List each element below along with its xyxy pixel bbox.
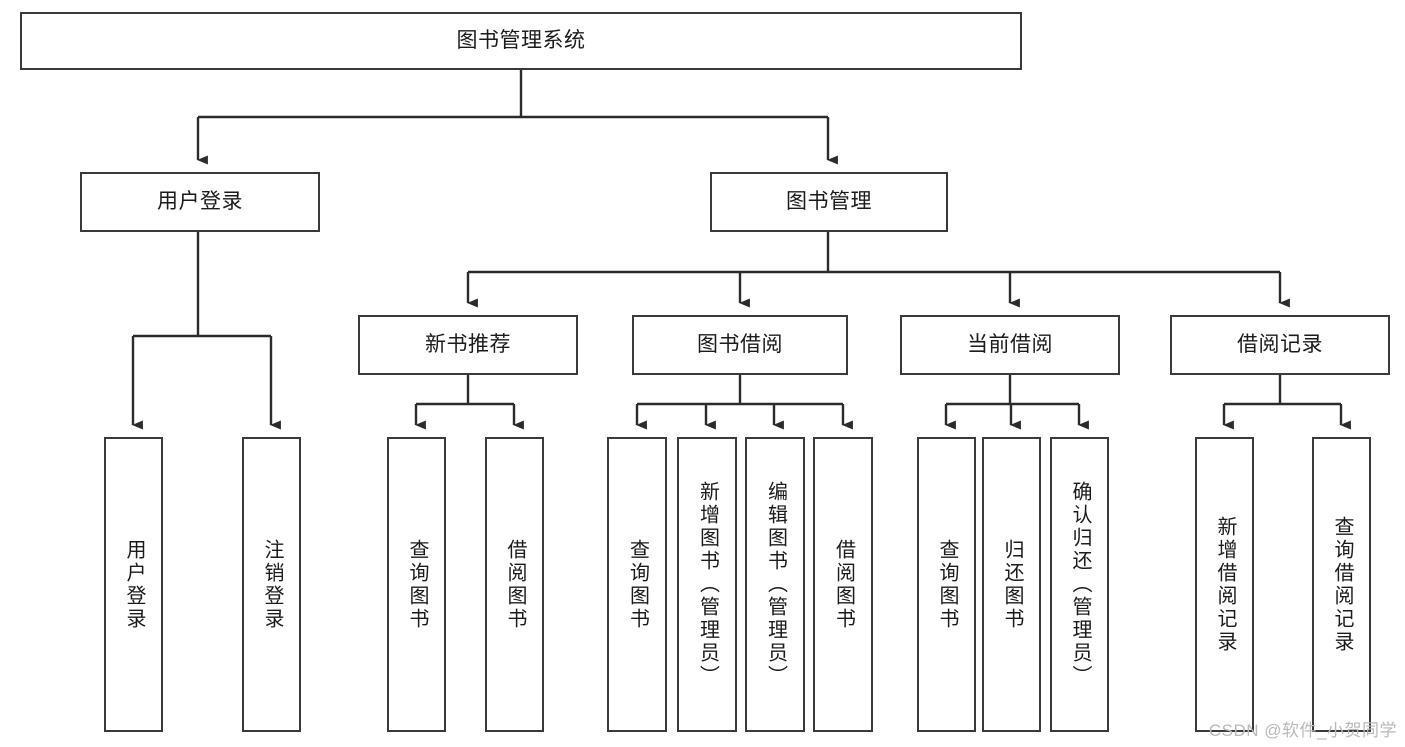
node-book-management-label: 图书管理	[786, 189, 872, 213]
node-current-borrow[interactable]: 当前借阅	[900, 315, 1120, 375]
node-book-borrow[interactable]: 图书借阅	[632, 315, 848, 375]
node-leaf-borrow-book[interactable]: 借阅图书	[813, 437, 873, 732]
node-leaf-query-borrow-record[interactable]: 查询借阅记录	[1312, 437, 1371, 732]
node-leaf-user-login[interactable]: 用户登录	[104, 437, 163, 732]
node-user-login[interactable]: 用户登录	[80, 172, 320, 232]
node-leaf-edit-book-label: 编辑图书（管理员）	[764, 481, 787, 688]
node-leaf-logout[interactable]: 注销登录	[242, 437, 301, 732]
node-leaf-user-login-label: 用户登录	[123, 538, 145, 631]
node-new-book-recommend-label: 新书推荐	[425, 332, 511, 356]
node-leaf-add-book-label: 新增图书（管理员）	[696, 481, 719, 688]
node-leaf-confirm-return-label: 确认归还（管理员）	[1069, 481, 1091, 688]
node-user-login-label: 用户登录	[157, 189, 243, 213]
node-root-label: 图书管理系统	[456, 28, 586, 52]
node-leaf-query-books-new[interactable]: 查询图书	[387, 437, 446, 732]
node-leaf-confirm-return[interactable]: 确认归还（管理员）	[1050, 437, 1109, 732]
node-leaf-query-books-borrow-label: 查询图书	[626, 538, 649, 631]
node-book-management[interactable]: 图书管理	[710, 172, 948, 232]
node-leaf-query-borrow-record-label: 查询借阅记录	[1331, 515, 1353, 654]
node-leaf-borrow-books-new[interactable]: 借阅图书	[485, 437, 544, 732]
node-leaf-return-book-label: 归还图书	[1001, 538, 1023, 631]
node-leaf-query-books-current-label: 查询图书	[936, 538, 958, 631]
node-leaf-return-book[interactable]: 归还图书	[982, 437, 1041, 732]
node-leaf-query-books-new-label: 查询图书	[406, 538, 428, 631]
node-leaf-edit-book[interactable]: 编辑图书（管理员）	[745, 437, 805, 732]
node-leaf-add-book[interactable]: 新增图书（管理员）	[677, 437, 737, 732]
node-borrow-records[interactable]: 借阅记录	[1170, 315, 1390, 375]
node-leaf-borrow-book-label: 借阅图书	[832, 538, 855, 631]
node-leaf-query-books-current[interactable]: 查询图书	[917, 437, 976, 732]
node-leaf-add-borrow-record-label: 新增借阅记录	[1214, 515, 1236, 654]
node-new-book-recommend[interactable]: 新书推荐	[358, 315, 578, 375]
watermark-text: CSDN @软件_小贺同学	[1208, 721, 1397, 740]
node-leaf-query-books-borrow[interactable]: 查询图书	[607, 437, 667, 732]
node-root[interactable]: 图书管理系统	[20, 12, 1022, 70]
node-leaf-add-borrow-record[interactable]: 新增借阅记录	[1195, 437, 1254, 732]
node-leaf-logout-label: 注销登录	[261, 538, 283, 631]
node-current-borrow-label: 当前借阅	[967, 332, 1053, 356]
node-leaf-borrow-books-new-label: 借阅图书	[504, 538, 526, 631]
node-book-borrow-label: 图书借阅	[697, 332, 783, 356]
node-borrow-records-label: 借阅记录	[1237, 332, 1323, 356]
